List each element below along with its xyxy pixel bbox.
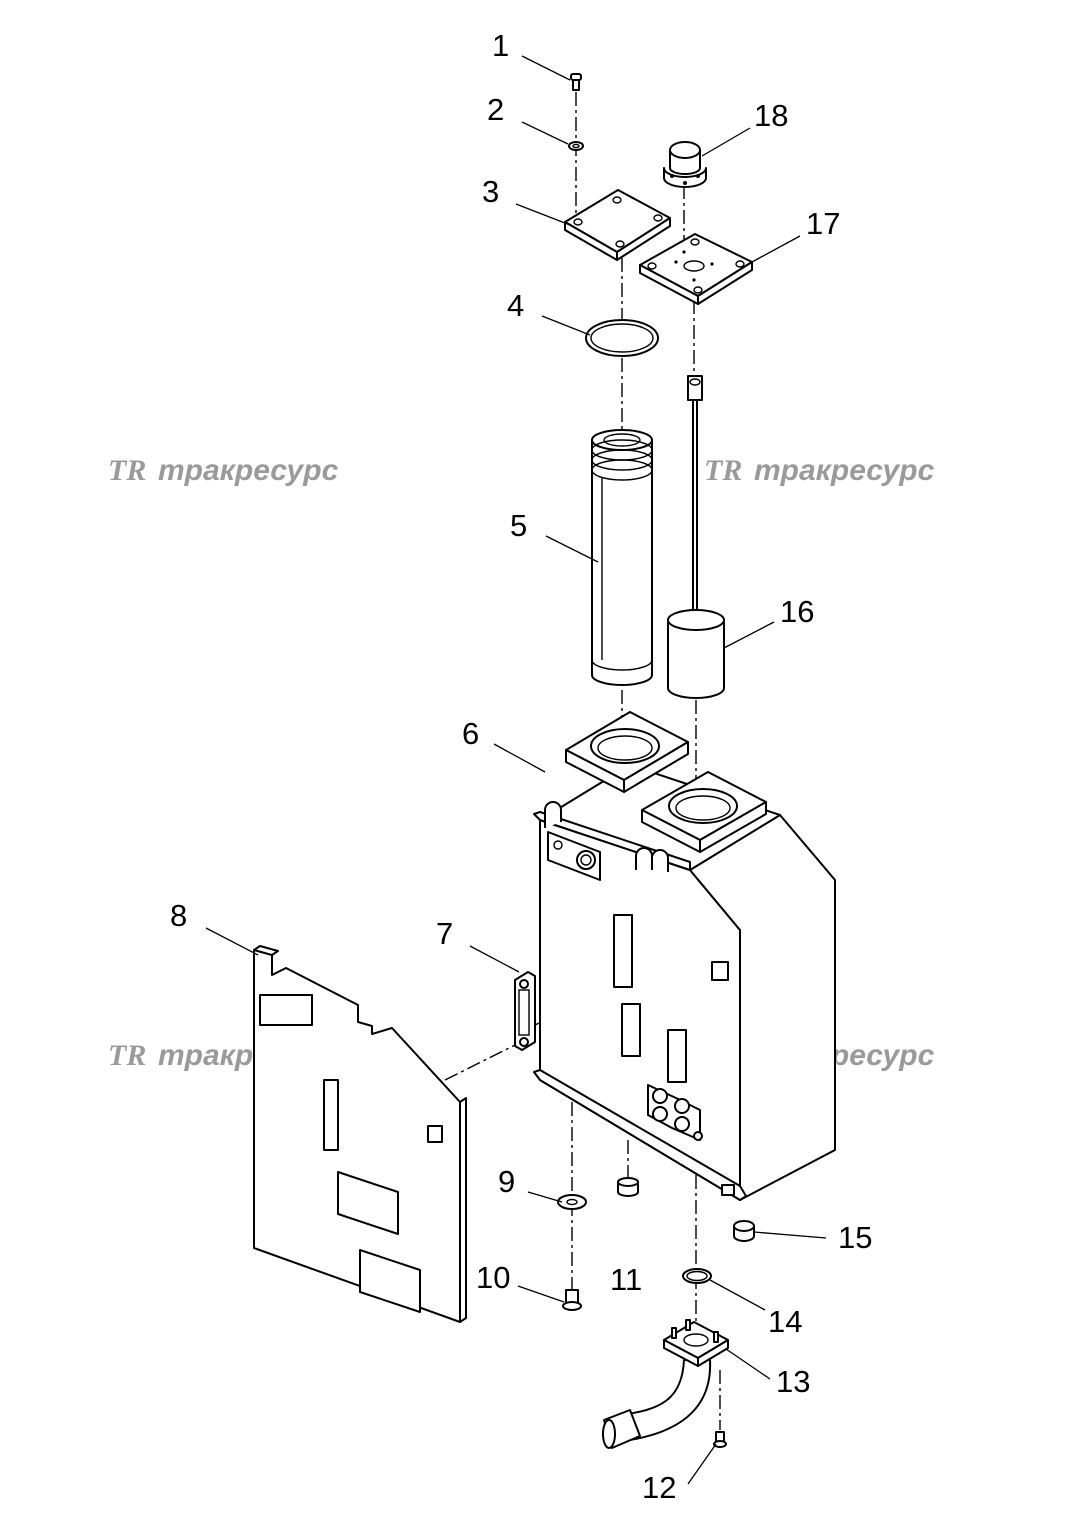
callout-5: 5 (510, 508, 527, 543)
leader-lines (205, 55, 827, 1485)
part-16-level-sensor (667, 375, 725, 699)
part-2-washer (568, 141, 584, 151)
callout-13: 13 (776, 1364, 810, 1399)
callout-10: 10 (476, 1260, 510, 1295)
callout-18: 18 (754, 98, 788, 133)
part-10-bolt (562, 1289, 582, 1311)
part-11-plug (617, 1177, 639, 1197)
callout-6: 6 (462, 716, 479, 751)
callout-17: 17 (806, 206, 840, 241)
part-3-cover-plate (564, 189, 671, 261)
part-9-washer (557, 1194, 587, 1210)
watermark-text: тракресурс (158, 454, 339, 487)
part-6-tank-body (533, 711, 836, 1201)
watermark-logo: TR (108, 1039, 146, 1072)
callout-8: 8 (170, 898, 187, 933)
watermark-logo: TR (704, 454, 742, 487)
part-5-filter-element (591, 429, 653, 686)
callout-12: 12 (642, 1470, 676, 1505)
watermark-top-left: TR тракресурс (108, 454, 339, 487)
part-8-side-panel (253, 945, 467, 1323)
callout-7: 7 (436, 916, 453, 951)
callout-11: 11 (610, 1262, 642, 1297)
callout-labels: 1 2 3 4 5 6 7 8 9 10 11 12 13 14 15 16 1… (170, 28, 872, 1505)
callout-16: 16 (780, 594, 814, 629)
part-1-screw (570, 73, 582, 91)
callout-2: 2 (487, 92, 504, 127)
part-12-screw (713, 1431, 727, 1448)
part-15-foot (733, 1220, 755, 1242)
part-17-flange-plate (639, 233, 753, 305)
callout-3: 3 (482, 174, 499, 209)
callout-1: 1 (492, 28, 509, 63)
part-7-level-gauge (514, 971, 536, 1051)
callout-15: 15 (838, 1220, 872, 1255)
watermark-text: тракресурс (754, 454, 935, 487)
part-13-elbow-pipe (602, 1319, 729, 1449)
callout-4: 4 (507, 288, 524, 323)
watermark-top-right: TR тракресурс (704, 454, 935, 487)
watermark-logo: TR (108, 454, 146, 487)
part-4-o-ring (585, 319, 659, 357)
part-18-breather-cap (663, 141, 707, 188)
callout-9: 9 (498, 1164, 515, 1199)
callout-14: 14 (768, 1304, 802, 1339)
part-14-o-ring (682, 1268, 712, 1284)
